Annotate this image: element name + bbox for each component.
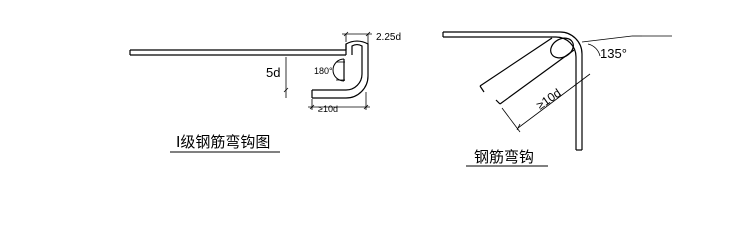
left-dim-extension-label: 2.25d: [376, 32, 401, 43]
right-dim-135-arc: [587, 43, 601, 57]
right-dim-angle-label: 135°: [600, 46, 627, 61]
right-dim-length-label: ≥10d: [534, 86, 564, 113]
right-dim-10d-ext-a: [501, 107, 521, 133]
left-hook-figure: [129, 31, 372, 153]
right-dim-10d-line: [517, 73, 591, 129]
left-dim-angle-label: 180°: [314, 66, 333, 76]
left-caption: Ⅰ级钢筋弯钩图: [176, 133, 270, 151]
left-dim-5d-tick: [283, 87, 289, 93]
right-dim-10d-tick-a: [516, 123, 521, 131]
left-dim-diameter-label: ≥10d: [318, 104, 338, 114]
right-hook-leg-outer: [479, 37, 553, 87]
right-hook-leg-end: [479, 85, 485, 93]
left-dim-225-tick-b: [365, 31, 371, 37]
rebar-hook-diagram: 2.25d 5d 180° ≥10d Ⅰ级钢筋弯钩图 135° ≥10d 钢筋弯…: [129, 31, 672, 167]
left-hook-inner-arc: [312, 44, 363, 91]
left-hook-outer-arc: [312, 40, 369, 99]
right-dim-135-leader-a: [581, 35, 633, 43]
left-dim-225-tick-a: [343, 31, 349, 37]
right-bend-inner: [555, 36, 577, 150]
left-dim-10d-tick-a: [309, 104, 315, 110]
left-dim-10d-tick-b: [363, 104, 369, 110]
right-hook-leg-inner: [499, 49, 575, 105]
right-bend-outer: [559, 31, 583, 150]
right-caption: 钢筋弯钩: [474, 148, 534, 166]
right-hook-leg-end-2: [495, 99, 501, 105]
left-dim-straight-label: 5d: [266, 65, 280, 80]
right-hook-figure: [442, 31, 672, 167]
